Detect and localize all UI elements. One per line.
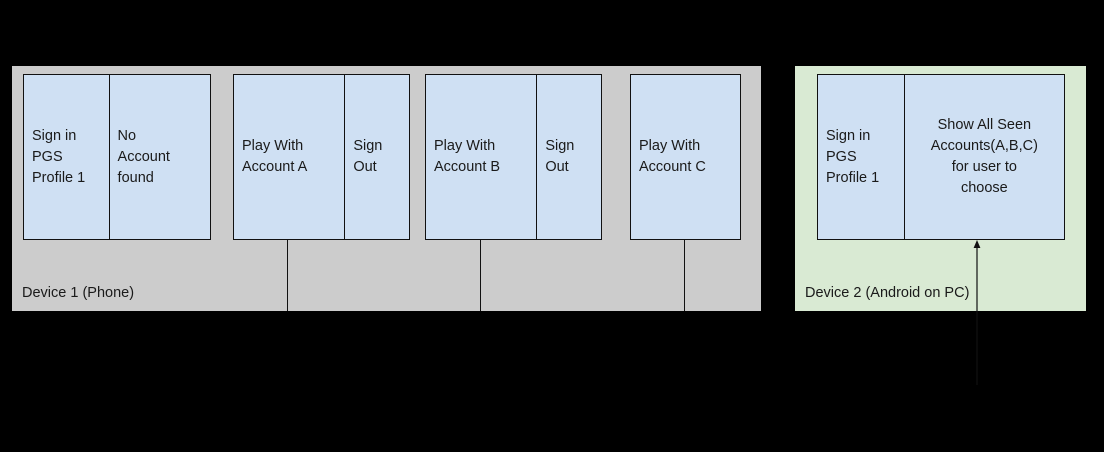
device-2-container: Sign in PGS Profile 1 Show All Seen Acco… bbox=[795, 66, 1086, 385]
connector-line-account-c bbox=[684, 240, 685, 311]
group-play-with-account-b[interactable]: Play With Account B Sign Out bbox=[425, 74, 602, 240]
device-1-label: Device 1 (Phone) bbox=[22, 285, 135, 301]
node-show-all-seen-accounts[interactable]: Show All Seen Accounts(A,B,C) for user t… bbox=[903, 75, 1064, 239]
node-no-account-found[interactable]: No Account found bbox=[108, 75, 210, 239]
connector-line-account-a bbox=[287, 240, 288, 311]
group-sign-in-profile-1-device-2[interactable]: Sign in PGS Profile 1 Show All Seen Acco… bbox=[817, 74, 1065, 240]
node-play-with-account-a[interactable]: Play With Account A bbox=[234, 75, 345, 239]
device-2-label: Device 2 (Android on PC) bbox=[805, 285, 970, 301]
connector-line-account-b bbox=[480, 240, 481, 311]
node-sign-in-pgs-profile-1-device-2[interactable]: Sign in PGS Profile 1 bbox=[818, 75, 904, 239]
node-sign-out-a[interactable]: Sign Out bbox=[344, 75, 409, 239]
node-sign-out-b[interactable]: Sign Out bbox=[536, 75, 601, 239]
group-sign-in-profile-1[interactable]: Sign in PGS Profile 1 No Account found bbox=[23, 74, 211, 240]
node-play-with-account-c[interactable]: Play With Account C bbox=[631, 75, 740, 239]
node-sign-in-pgs-profile-1[interactable]: Sign in PGS Profile 1 bbox=[24, 75, 109, 239]
arrow-up-icon bbox=[973, 240, 981, 385]
node-play-with-account-b[interactable]: Play With Account B bbox=[426, 75, 537, 239]
group-play-with-account-a[interactable]: Play With Account A Sign Out bbox=[233, 74, 410, 240]
group-play-with-account-c[interactable]: Play With Account C bbox=[630, 74, 741, 240]
device-1-container: Sign in PGS Profile 1 No Account found P… bbox=[12, 66, 761, 311]
